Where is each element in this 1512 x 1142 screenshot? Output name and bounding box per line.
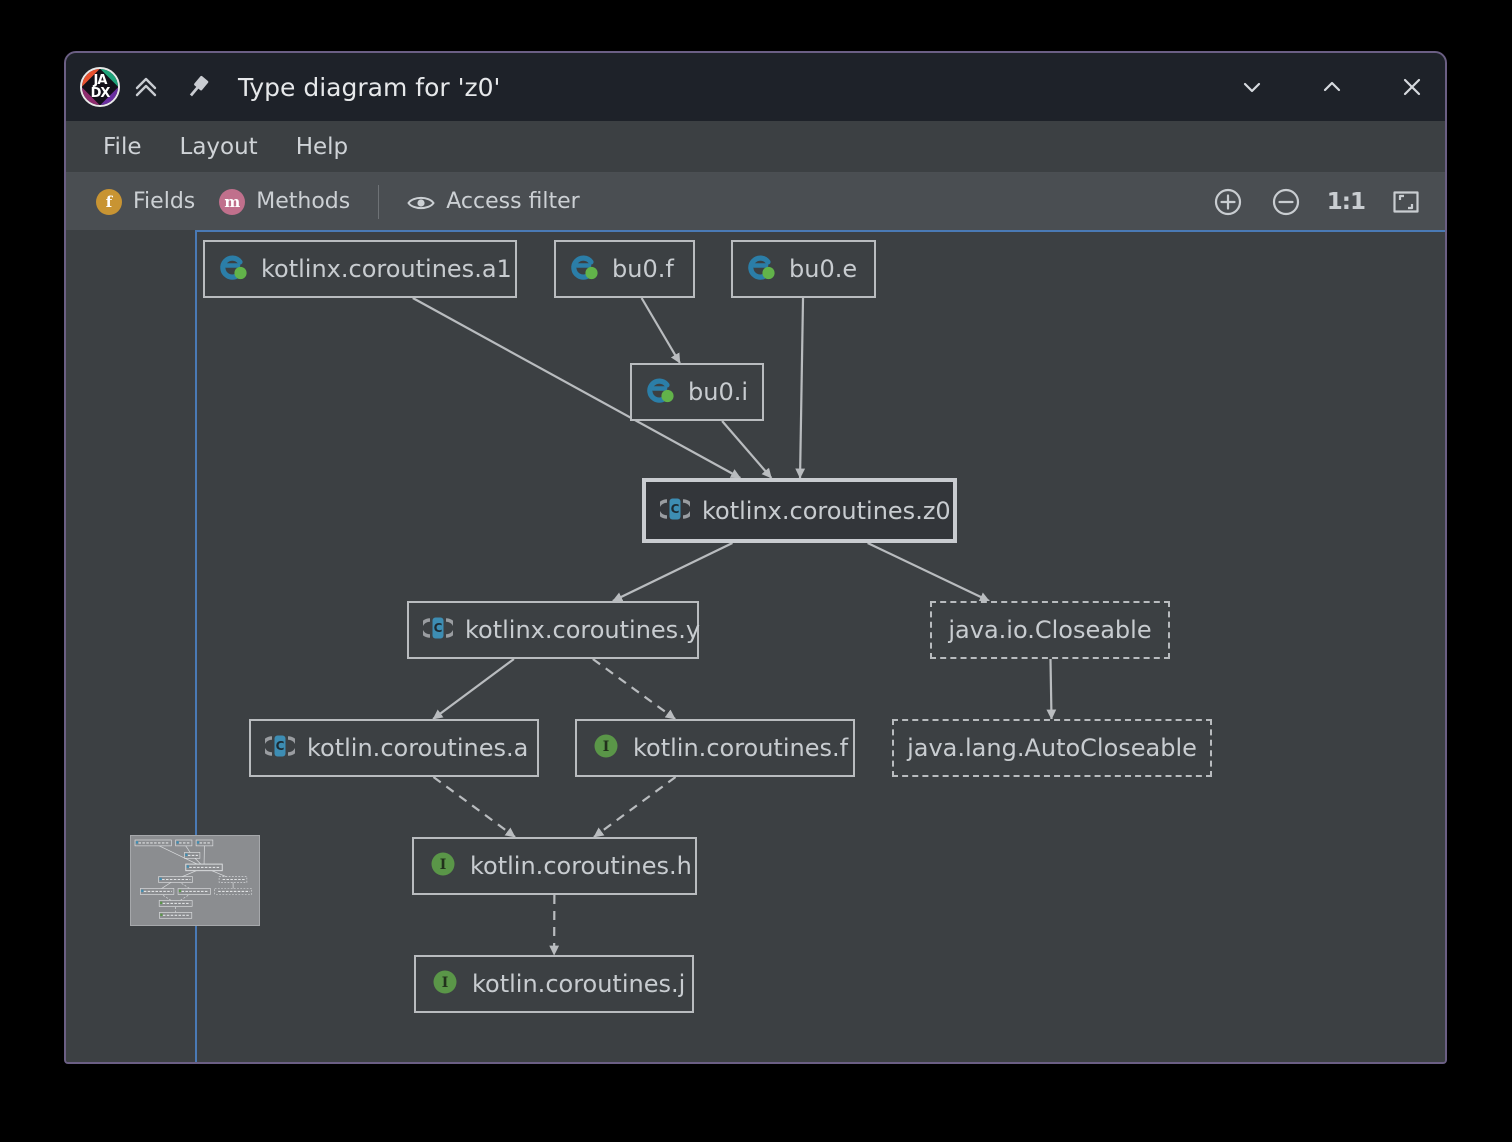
- edge-bue-to-z0: [795, 297, 806, 479]
- menu-layout[interactable]: Layout: [179, 133, 258, 160]
- maximize-button[interactable]: [1313, 68, 1351, 106]
- close-button[interactable]: [1393, 68, 1431, 106]
- eye-icon: [407, 193, 435, 211]
- field-badge-icon: f: [96, 188, 122, 215]
- class-icon: C: [419, 613, 457, 647]
- node-label: kotlinx.coroutines.z0: [702, 496, 951, 525]
- svg-text:I: I: [440, 857, 447, 873]
- node-label: kotlin.coroutines.j: [472, 970, 686, 998]
- menu-help[interactable]: Help: [295, 133, 349, 160]
- diagram-node-buf[interactable]: bu0.f: [554, 240, 695, 298]
- svg-text:C: C: [434, 621, 443, 635]
- methods-label: Methods: [256, 189, 351, 214]
- minimize-button[interactable]: [1233, 68, 1271, 106]
- svg-text:I: I: [603, 739, 610, 755]
- zoom-controls: 1:1: [1211, 173, 1423, 230]
- interface-icon: I: [591, 731, 621, 765]
- fields-toggle[interactable]: f Fields: [84, 185, 207, 219]
- diagram-node-a1[interactable]: kotlinx.coroutines.a1: [203, 240, 517, 298]
- edge-y-to-ka: [432, 658, 515, 720]
- fields-label: Fields: [133, 189, 196, 214]
- svg-text:I: I: [442, 975, 449, 991]
- window-title: Type diagram for 'z0': [238, 72, 501, 102]
- node-label: kotlin.coroutines.f: [633, 734, 849, 762]
- edge-kf-to-kh: [593, 776, 677, 838]
- node-label: bu0.i: [688, 378, 749, 406]
- node-label: kotlinx.coroutines.a1: [261, 255, 512, 283]
- edge-buf-to-bui: [640, 297, 681, 364]
- node-label: bu0.f: [612, 255, 674, 283]
- zoom-in-icon[interactable]: [1211, 185, 1245, 219]
- edge-z0-to-y: [612, 542, 733, 602]
- menubar: File Layout Help: [66, 121, 1445, 173]
- method-badge-icon: m: [219, 188, 246, 215]
- node-label: kotlinx.coroutines.y: [465, 616, 701, 644]
- enum-icon: [219, 252, 249, 286]
- methods-toggle[interactable]: m Methods: [207, 185, 362, 219]
- access-filter-label: Access filter: [446, 189, 580, 214]
- diagram-minimap[interactable]: [130, 835, 260, 926]
- edge-bui-to-z0: [721, 420, 773, 479]
- enum-icon: [646, 375, 676, 409]
- enum-icon: [747, 252, 777, 286]
- edge-ka-to-kh: [432, 776, 516, 838]
- chevron-double-up-icon[interactable]: [120, 61, 172, 113]
- class-icon: C: [261, 731, 299, 765]
- access-filter-button[interactable]: Access filter: [395, 185, 591, 218]
- actual-size-button[interactable]: 1:1: [1326, 188, 1366, 215]
- diagram-node-bui[interactable]: bu0.i: [630, 363, 764, 421]
- interface-icon: I: [430, 967, 460, 1001]
- edge-a1-to-z0: [412, 297, 741, 479]
- pin-icon[interactable]: [172, 61, 224, 113]
- toolbar-separator: [378, 184, 380, 219]
- class-icon: C: [656, 494, 694, 528]
- diagram-edges: [412, 297, 1057, 956]
- diagram-node-bue[interactable]: bu0.e: [731, 240, 876, 298]
- node-label: kotlin.coroutines.a: [307, 734, 529, 762]
- diagram-toolbar: f Fields m Methods Access filter: [66, 173, 1445, 230]
- svg-text:C: C: [671, 502, 680, 516]
- menu-file[interactable]: File: [103, 133, 142, 160]
- node-label: bu0.e: [789, 255, 858, 283]
- edge-clo-to-ac: [1046, 658, 1057, 720]
- interface-icon: I: [428, 849, 458, 883]
- edge-y-to-kf: [592, 658, 676, 720]
- node-label: java.lang.AutoCloseable: [907, 734, 1197, 762]
- window-controls: [1233, 53, 1431, 121]
- edge-z0-to-clo: [867, 542, 990, 602]
- node-label: kotlin.coroutines.h: [470, 852, 692, 880]
- diagram-node-clo[interactable]: java.io.Closeable: [930, 601, 1170, 659]
- enum-icon: [570, 252, 600, 286]
- node-label: java.io.Closeable: [948, 616, 1152, 644]
- zoom-out-icon[interactable]: [1269, 185, 1303, 219]
- diagram-node-ac[interactable]: java.lang.AutoCloseable: [892, 719, 1212, 777]
- fit-to-screen-icon[interactable]: [1389, 185, 1423, 219]
- svg-text:C: C: [276, 739, 285, 753]
